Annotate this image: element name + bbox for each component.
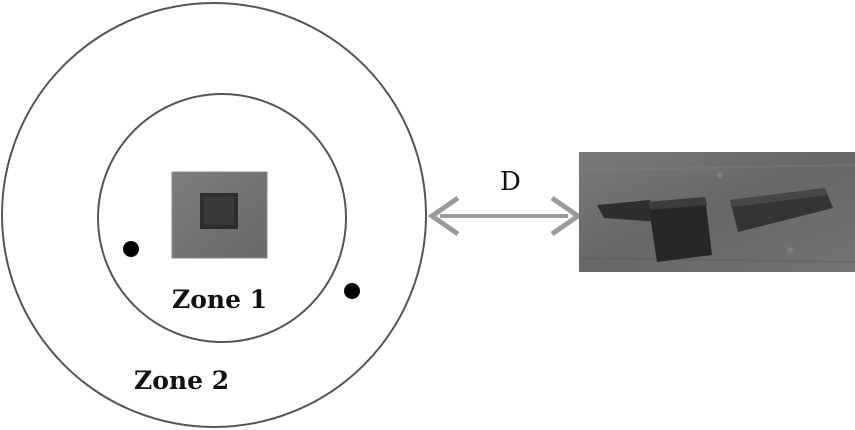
zone-2-label: Zone 2 <box>134 366 229 395</box>
distance-label: D <box>500 167 521 197</box>
point-marker-right <box>344 283 360 299</box>
zone-1-circle <box>97 93 347 343</box>
point-marker-left <box>123 241 139 257</box>
distance-arrow <box>427 195 583 237</box>
building-photo <box>578 152 855 272</box>
zone-1-label: Zone 1 <box>172 285 267 314</box>
object-thumbnail <box>171 171 268 259</box>
zone-2-circle <box>1 2 427 428</box>
